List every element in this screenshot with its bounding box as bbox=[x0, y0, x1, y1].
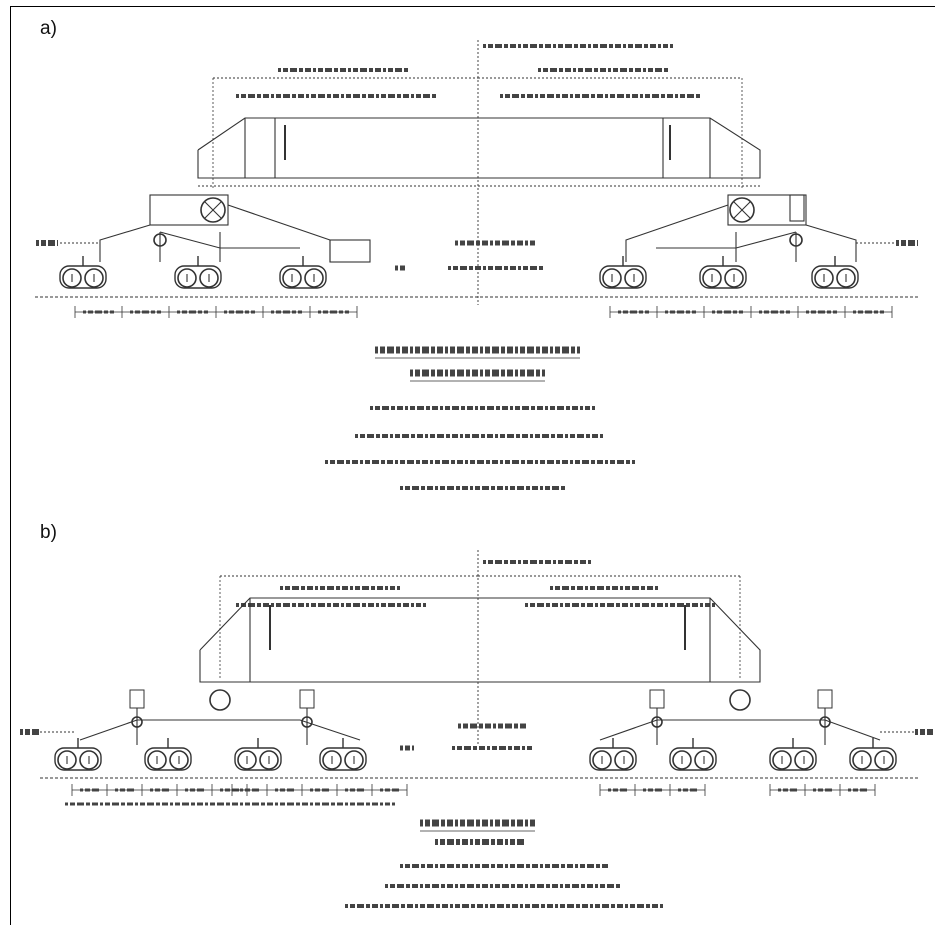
dimension-row bbox=[71, 784, 248, 796]
dimension-label bbox=[310, 788, 329, 792]
panel-label-b: b) bbox=[40, 522, 57, 543]
dimension-label bbox=[853, 310, 884, 314]
dimension-label bbox=[130, 310, 161, 314]
wheel-pair bbox=[59, 256, 107, 289]
span-label-right bbox=[550, 586, 658, 590]
bogie-right bbox=[599, 194, 918, 289]
bogie-right bbox=[589, 689, 933, 771]
dimension-label bbox=[80, 788, 99, 792]
wheel-pair bbox=[669, 738, 717, 771]
dim-label bbox=[395, 265, 405, 271]
load-label bbox=[36, 240, 58, 246]
boom-label-left bbox=[236, 603, 426, 607]
dimension-label bbox=[380, 788, 399, 792]
dimension-label bbox=[83, 310, 114, 314]
dimension-label bbox=[318, 310, 349, 314]
rotation-label bbox=[483, 44, 673, 48]
dim-total-left bbox=[65, 802, 395, 806]
wheel-pair bbox=[54, 738, 102, 771]
panel-b-reclaimer bbox=[20, 550, 933, 908]
bogie-left bbox=[36, 194, 405, 289]
load-label-center bbox=[455, 240, 535, 246]
load-label bbox=[20, 729, 39, 735]
boom-label-left bbox=[236, 94, 436, 98]
dimension-label bbox=[177, 310, 208, 314]
dimension-label bbox=[759, 310, 790, 314]
wheel-pair bbox=[599, 256, 647, 289]
dim-label bbox=[400, 745, 414, 751]
title-line-1 bbox=[420, 819, 535, 827]
wheel-pair bbox=[589, 738, 637, 771]
dimension-label bbox=[806, 310, 837, 314]
title-line-1 bbox=[375, 346, 580, 354]
load-label-center-2 bbox=[448, 266, 543, 270]
title-line-2 bbox=[410, 369, 545, 377]
panel-label-a: a) bbox=[40, 18, 57, 39]
dimension-label bbox=[275, 788, 294, 792]
wheel-pair bbox=[144, 738, 192, 771]
dimension-label bbox=[712, 310, 743, 314]
load-label bbox=[915, 729, 933, 735]
figure-frame bbox=[10, 6, 935, 925]
bogie-left bbox=[20, 689, 367, 771]
dimension-row bbox=[769, 784, 876, 796]
dimension-label bbox=[115, 788, 134, 792]
dimension-label bbox=[618, 310, 649, 314]
load-label-center-2 bbox=[452, 746, 532, 750]
load-label bbox=[896, 240, 918, 246]
note-4 bbox=[400, 486, 565, 490]
dimension-label bbox=[678, 788, 697, 792]
dimension-label bbox=[665, 310, 696, 314]
note-3 bbox=[325, 460, 635, 464]
span-label-right bbox=[538, 68, 668, 72]
wheel-pair bbox=[699, 256, 747, 289]
dimension-row bbox=[231, 784, 408, 796]
dimension-label bbox=[643, 788, 662, 792]
title-line-2 bbox=[435, 839, 524, 845]
dimension-label bbox=[345, 788, 364, 792]
dimension-label bbox=[848, 788, 867, 792]
note-2 bbox=[355, 434, 603, 438]
note-1 bbox=[400, 864, 608, 868]
dimension-label bbox=[185, 788, 204, 792]
wheel-pair bbox=[319, 738, 367, 771]
boom-label-right bbox=[525, 603, 715, 607]
wheel-pair bbox=[849, 738, 897, 771]
span-label-left bbox=[280, 586, 400, 590]
dimension-label bbox=[150, 788, 169, 792]
dimension-label bbox=[778, 788, 797, 792]
wheel-pair bbox=[279, 256, 327, 289]
wheel-pair bbox=[811, 256, 859, 289]
boom-label-right bbox=[500, 94, 700, 98]
dimension-row bbox=[599, 784, 706, 796]
note-1 bbox=[370, 406, 595, 410]
dimension-row bbox=[609, 306, 893, 318]
dimension-label bbox=[240, 788, 259, 792]
load-label-center bbox=[458, 723, 526, 729]
dimension-label bbox=[813, 788, 832, 792]
dimension-label bbox=[608, 788, 627, 792]
span-label-left bbox=[278, 68, 408, 72]
panel-a-stacker bbox=[35, 40, 920, 490]
dimension-row bbox=[74, 306, 358, 318]
note-2 bbox=[385, 884, 620, 888]
wheel-pair bbox=[234, 738, 282, 771]
wheel-pair bbox=[174, 256, 222, 289]
dimension-label bbox=[224, 310, 255, 314]
rotation-label bbox=[483, 560, 591, 564]
wheel-pair bbox=[769, 738, 817, 771]
note-3 bbox=[345, 904, 663, 908]
dimension-label bbox=[271, 310, 302, 314]
